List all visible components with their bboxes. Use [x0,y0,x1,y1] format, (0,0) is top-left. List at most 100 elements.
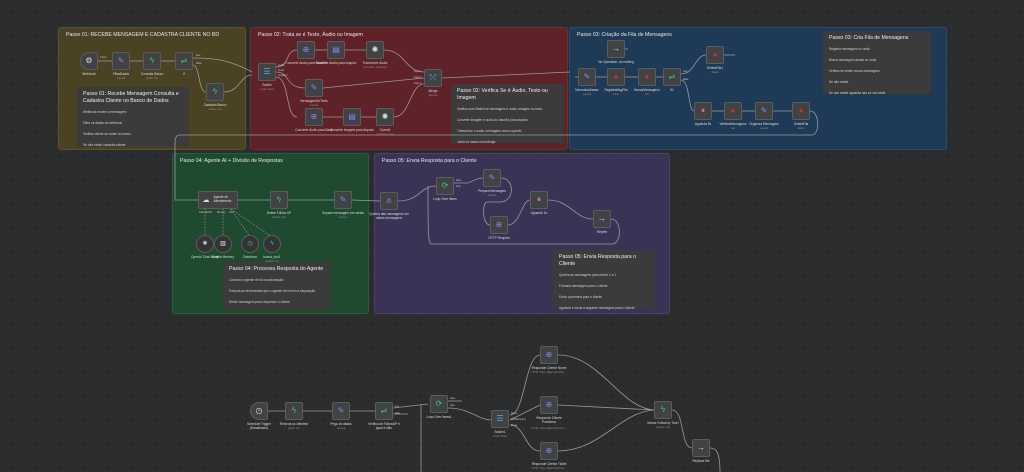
node-verifica-mensagens[interactable]: ● VerificaMensagens Get [720,102,746,130]
node-webhook[interactable]: ⚙ Webhook [80,52,98,76]
node-quebra-mensagens[interactable]: ⫛ Quebra das mensagens em várias mensage… [369,192,409,220]
node-subtitle: create: row [208,108,222,111]
node-merge[interactable]: ⤲ Merge append [424,69,442,97]
note-line: Formata mensagem para o cliente [559,283,608,288]
node-if[interactable]: ⇌ If [175,52,193,76]
node-busca-mensagens[interactable]: ● BuscaMensagens Get [634,68,660,96]
group-title: Passo 05: Envia Resposta para o Cliente [382,158,477,164]
node-aguarde-1s[interactable]: ⏸ Aguarde 1s [530,191,548,215]
node-simple-memory[interactable]: ▥ Simple Memory [212,235,234,259]
node-tool-supabase[interactable]: ϟ busca_tool1 update: row [263,235,281,263]
node-label: Merge [428,89,438,93]
node-deleta-fila[interactable]: ● DeletaFila delete [792,102,810,130]
sticky-note-passo-04[interactable]: Passo 04: Processa Resposta do Agente Co… [223,262,331,310]
node-converte-imagem-arquivo[interactable]: ▤ Converte Imagem para Arquivo [330,108,374,132]
node-schedule-trigger[interactable]: ◷ Schedule Trigger (Desativado) [247,402,271,430]
node-define-follow-up[interactable]: ϟ Define Follow UP update: row [267,191,291,219]
node-label: Consulta Banco [140,72,164,76]
node-switch[interactable]: ☰ Switch mode: Rules [258,63,276,91]
node-label: Aguarde 1s [530,211,548,215]
arrow-right-icon: → [598,214,606,223]
node-agente-atendimento[interactable]: ☁ Agente de Atendimento [198,191,238,209]
node-cadastra-banco[interactable]: ϟ Cadastra Banco create: row [204,83,226,111]
node-http-request[interactable]: ⊕ HTTP Request [488,216,510,240]
port-label-false: false [395,412,401,415]
pause-icon: ⏸ [701,106,705,115]
port-label-input2: Input 2 [414,76,422,79]
node-replace-me[interactable]: → Replace Me [692,439,710,463]
sticky-note-passo-02[interactable]: Passo 02: Verifica Se é Áudio, Texto ou … [451,84,564,144]
note-line: Se não existe [829,79,849,84]
node-label: Loop Over Items1 [426,415,452,419]
port-label-false: false [196,62,202,65]
node-normaliza-dados[interactable]: ✎ NormalizaDados manual [575,68,599,96]
node-transcreve-audio[interactable]: ✺ Transcreve Áudio transcribe: recording [363,41,387,69]
connection [275,71,306,89]
node-switch1[interactable]: ☰ Switch1 mode: Rules [491,410,509,438]
sticky-note-passo-01[interactable]: Passo 01: Recebe Mensagem Consulta e Cad… [77,87,189,147]
node-label: Converte Áudio para Base64 [285,61,327,65]
pencil-icon: ✎ [339,195,347,204]
memory-icon: ▥ [220,241,226,247]
node-no-operation[interactable]: → No Operation, do nothing [598,40,634,64]
node-label: Converte Áudio para Base [295,128,333,132]
if-icon: ⇌ [668,72,676,81]
node-pega-dados[interactable]: ✎ Pega os dados manual [330,402,352,430]
sticky-note-passo-03[interactable]: Passo 03: Cria Fila de Mensagens Registr… [823,31,931,95]
port-label-true: true [683,70,688,73]
node-converte-audio-base64[interactable]: ⊕ Converte Áudio para Base64 [286,41,326,65]
node-data-hora[interactable]: ◷ DataHora [241,235,259,259]
node-responde-ticket[interactable]: ⊕ Responde Cliente Ticket POST: https://… [532,442,566,470]
connection [547,199,594,220]
if-icon: ⇌ [180,56,188,65]
node-deleta-fila1[interactable]: ● DeletaFila1 delete [706,46,724,74]
node-repete[interactable]: → Repete [593,210,611,234]
node-responde-problema[interactable]: ⊕ Responde Cliente Problema POST: https:… [532,396,566,430]
node-responde-nome[interactable]: ⊕ Responde Cliente Nome POST: https://{{… [532,346,566,374]
node-loop-over-items[interactable]: ⟳ Loop Over Items [433,177,457,201]
note-line: Registra mensagem no redis [829,46,870,51]
note-line: Junta os dados com Merge [457,139,496,144]
sticky-note-passo-05[interactable]: Passo 05: Envia Resposta para o Cliente … [553,250,654,310]
connection [223,74,253,93]
node-label: Loop Over Items [433,197,457,201]
node-label: Aguarda 5s [694,122,712,126]
node-loop-over-items1[interactable]: ⟳ Loop Over Items1 [426,395,452,419]
node-mensagem-de-texto[interactable]: ✎ MensagemDeTexto manual [300,79,328,107]
node-retorna-clientes[interactable]: ϟ Retorna os clientes! getAll: row [280,402,308,430]
node-aguarda-5s[interactable]: ⏸ Aguarda 5s [694,102,712,126]
node-marca-followup[interactable]: ϟ Marca FollowUp True! update: row [647,401,679,429]
node-separa-mensagem[interactable]: ✎ Separa mensagem em várias manual [322,191,364,219]
note-title: Passo 02: Verifica Se é Áudio, Texto ou … [457,88,548,101]
node-registra-msg-fila[interactable]: ● RegistraMsgFila Push [604,68,628,96]
connection [174,110,819,201]
node-label: DeletaFila [793,122,809,126]
node-label: HTTP Request [488,236,510,240]
port-label-memory: Memory [217,211,226,214]
globe-icon: ⊕ [302,45,310,54]
node-if1[interactable]: ⇌ If1 [663,68,681,92]
connection [322,77,425,89]
group-title: Passo 03: Criação da Fila de Mensagens [577,32,672,38]
port-label-true: true [196,54,201,57]
node-converte-audio-arquivo[interactable]: ▤ Converte Áudio para Arquivo [316,41,356,65]
node-openai[interactable]: ✺ OpenAI analyze: image [376,108,394,136]
note-line: Webhook recebe a mensagem [83,109,127,114]
node-label: Pega os dados [330,422,352,426]
node-filtra-dados[interactable]: ✎ FiltraDados manual [112,52,130,80]
node-label: Converte Áudio para Arquivo [315,61,357,65]
node-prepara-mensagem[interactable]: ✎ Prepara Mensagem manual [478,169,506,197]
node-subtitle: manual [759,127,769,130]
globe-icon: ⊕ [545,446,553,455]
node-label: Repete [596,230,608,234]
connection [709,447,721,472]
node-consulta-banco[interactable]: ϟ Consulta Banco getAll: row [141,52,163,80]
node-verifica-followup[interactable]: ⇌ Verifica se FollowUP é igual a Não [368,402,400,430]
node-openai-chat-model[interactable]: ✺ OpenAI Chat Model [191,235,219,259]
supabase-icon: ϟ [270,241,274,247]
node-converte-audio-base[interactable]: ⊕ Converte Áudio para Base [295,108,333,132]
node-label: BuscaMensagens [634,88,660,92]
node-organiza-mensagem[interactable]: ✎ Organiza Mensagem manual [749,102,779,130]
supabase-icon: ϟ [660,405,666,414]
